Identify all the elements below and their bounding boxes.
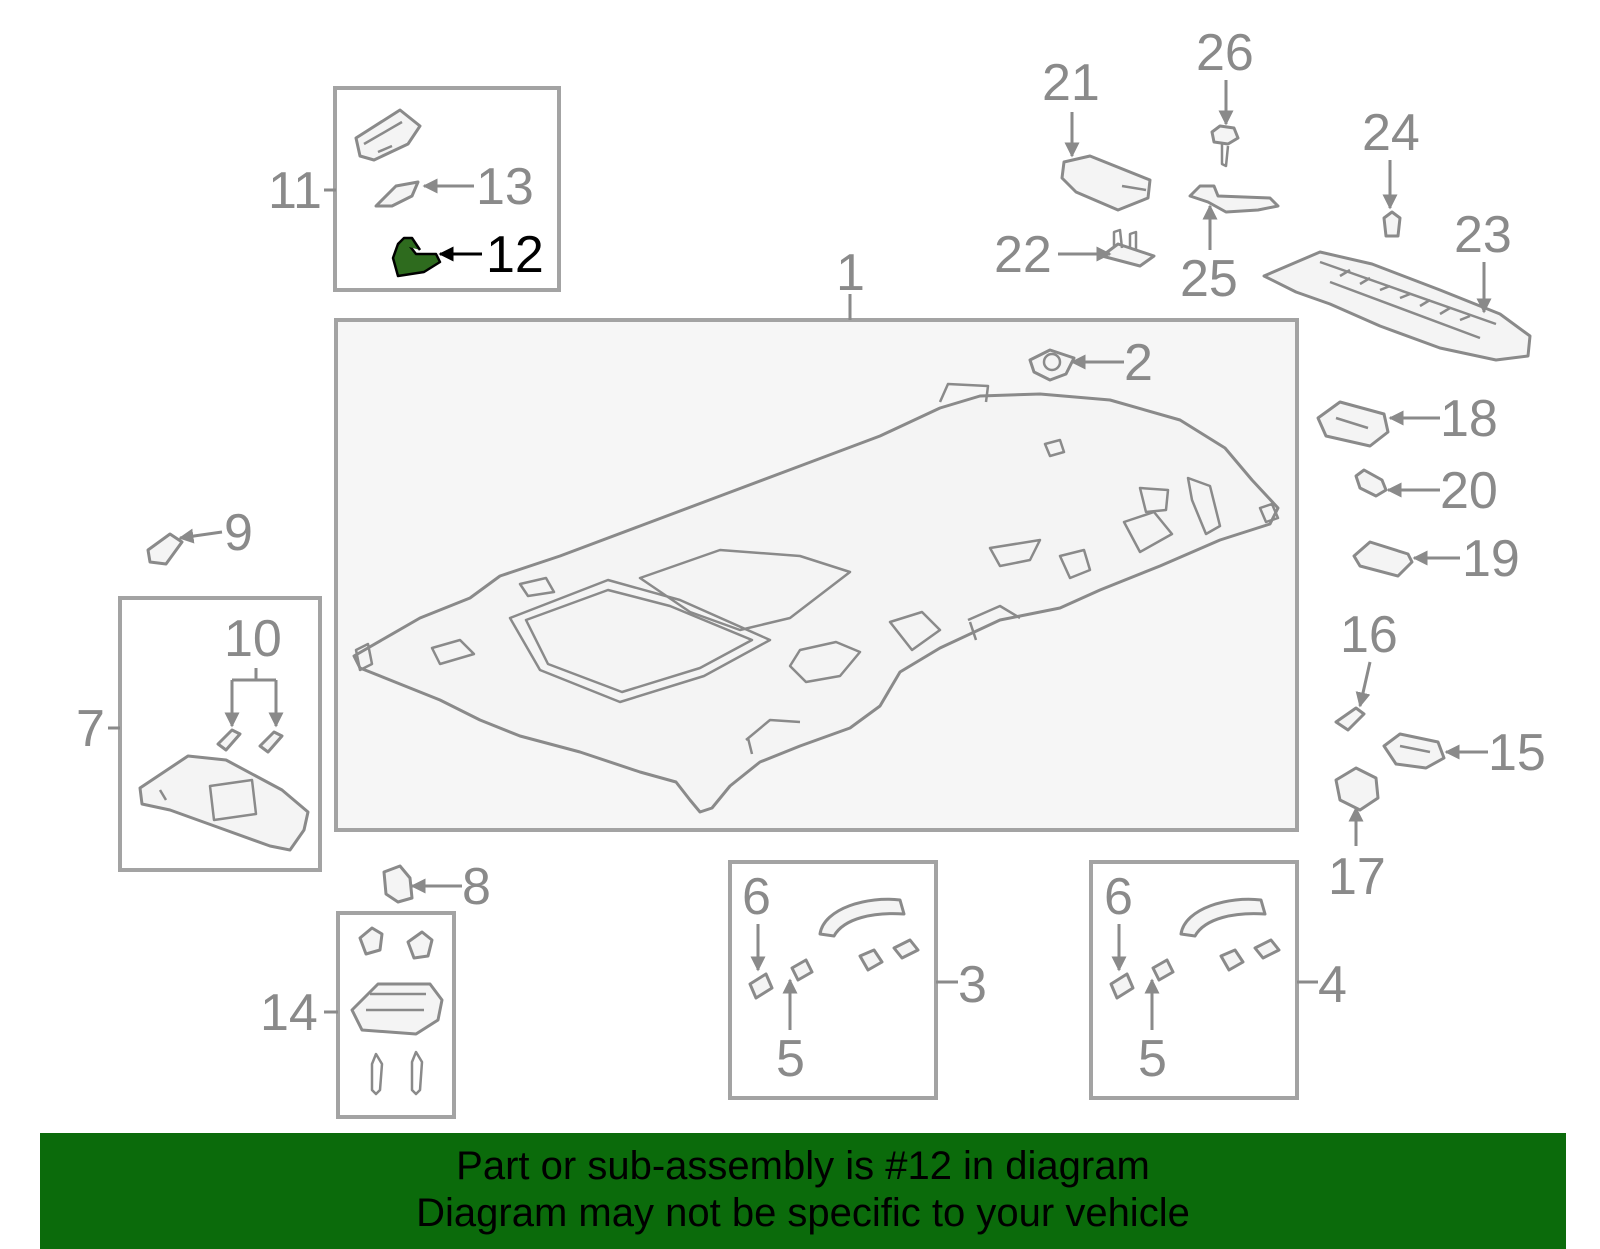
callout-16: 16 <box>1340 606 1398 664</box>
grab-handle-4-icon <box>1109 897 1281 1000</box>
callout-6-left: 6 <box>742 868 771 926</box>
callout-1: 1 <box>836 244 865 302</box>
callout-21: 21 <box>1042 54 1100 112</box>
callout-2: 2 <box>1124 334 1153 392</box>
callout-17: 17 <box>1328 848 1386 906</box>
callout-6-right: 6 <box>1104 868 1133 926</box>
grab-handle-3-icon <box>748 897 920 1000</box>
part-18-lamp-icon <box>1316 400 1390 448</box>
part-24-clip-icon <box>1382 210 1402 238</box>
callout-5-left: 5 <box>776 1030 805 1088</box>
callout-7: 7 <box>76 700 105 758</box>
part-16-clip-icon <box>1334 706 1366 732</box>
part-15-bracket-icon <box>1382 732 1446 770</box>
callout-5-right: 5 <box>1138 1030 1167 1088</box>
callout-26: 26 <box>1196 24 1254 82</box>
part-20-bulb-icon <box>1354 468 1388 498</box>
part-17-cover-icon <box>1334 766 1380 812</box>
part-22-pins-icon <box>1100 228 1156 268</box>
part-8-bracket-icon <box>382 864 414 904</box>
callout-8: 8 <box>462 858 491 916</box>
callout-9: 9 <box>224 504 253 562</box>
callout-12: 12 <box>486 226 544 284</box>
callout-10: 10 <box>224 610 282 668</box>
part-13-clip-icon <box>374 180 420 208</box>
sunvisor-icon <box>138 754 310 852</box>
part-26-screw-icon <box>1210 124 1240 168</box>
callout-13: 13 <box>476 158 534 216</box>
callout-15: 15 <box>1488 724 1546 782</box>
callout-22: 22 <box>994 226 1052 284</box>
part-12-highlighted-clip-icon <box>391 236 442 278</box>
part-9-clip-icon <box>146 532 184 566</box>
leader-lines <box>108 80 1492 1030</box>
callout-18: 18 <box>1440 390 1498 448</box>
banner-line-disclaimer: Diagram may not be specific to your vehi… <box>416 1191 1190 1235</box>
part-10-clips-icon <box>216 728 284 754</box>
callout-19: 19 <box>1462 530 1520 588</box>
callout-20: 20 <box>1440 462 1498 520</box>
part-19-lens-icon <box>1352 540 1414 578</box>
callout-labels: 1 2 3 4 5 5 6 6 7 8 9 10 11 12 13 14 15 … <box>76 24 1546 1088</box>
part-25-bracket-icon <box>1188 184 1280 214</box>
part-23-trim-panel-icon <box>1262 250 1532 362</box>
info-banner: Part or sub-assembly is #12 in diagram D… <box>40 1133 1566 1249</box>
callout-23: 23 <box>1454 206 1512 264</box>
part-11-bracket-icon <box>354 108 422 162</box>
callout-3: 3 <box>958 956 987 1014</box>
headliner-panel-icon <box>352 382 1280 814</box>
callout-25: 25 <box>1180 250 1238 308</box>
part-2-clip-icon <box>1028 348 1076 382</box>
map-lamp-assembly-icon <box>350 926 444 1096</box>
callout-14: 14 <box>260 984 318 1042</box>
callout-11: 11 <box>268 162 322 220</box>
callout-4: 4 <box>1318 956 1347 1014</box>
callout-24: 24 <box>1362 104 1420 162</box>
banner-line-part-number: Part or sub-assembly is #12 in diagram <box>456 1144 1150 1188</box>
part-21-bracket-icon <box>1060 154 1152 212</box>
